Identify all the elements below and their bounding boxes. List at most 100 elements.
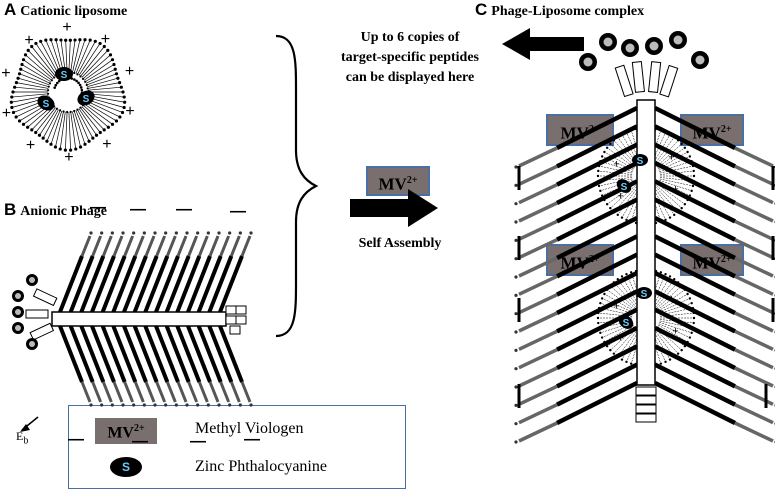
coat-tip bbox=[121, 231, 125, 235]
coat-protein-grey bbox=[187, 381, 199, 403]
lipid-tail bbox=[652, 276, 671, 307]
lipid-head bbox=[612, 281, 616, 284]
lipid-tail bbox=[83, 103, 113, 125]
negative-charge: — bbox=[68, 431, 84, 448]
lipid-head bbox=[686, 292, 689, 296]
lipid-head bbox=[106, 48, 110, 52]
lipid-head bbox=[114, 119, 119, 123]
lipid-tail bbox=[610, 327, 636, 351]
lipid-head-inner bbox=[48, 82, 52, 85]
coat-protein-grey bbox=[518, 366, 558, 388]
lipid-tail bbox=[607, 147, 635, 168]
coat-tip bbox=[89, 403, 93, 407]
lipid-head-inner bbox=[62, 110, 65, 113]
lipid-tail bbox=[85, 100, 121, 118]
lipid-tail bbox=[602, 181, 634, 196]
lipid-tail bbox=[604, 293, 635, 312]
lipid-tail bbox=[31, 106, 55, 131]
note-line-2: target-specific peptides bbox=[340, 50, 480, 65]
lipid-tail bbox=[659, 178, 694, 187]
lipid-tail bbox=[598, 177, 633, 182]
lipid-head bbox=[605, 288, 609, 291]
lipid-tail bbox=[82, 104, 109, 128]
lipid-head bbox=[49, 38, 53, 42]
coat-protein-dark bbox=[132, 325, 159, 383]
lipid-head bbox=[110, 58, 115, 62]
lipid-tail bbox=[630, 130, 642, 163]
lipid-tail bbox=[617, 279, 638, 307]
lipid-head-inner bbox=[55, 107, 59, 110]
lipid-head bbox=[691, 184, 695, 188]
coat-protein-grey bbox=[734, 293, 774, 315]
lipid-head bbox=[692, 321, 695, 325]
lipid-tail bbox=[650, 130, 662, 163]
negative-charge: — bbox=[230, 203, 246, 220]
lipid-tail bbox=[50, 39, 63, 74]
positive-charge: + bbox=[672, 183, 678, 195]
zinc-glyph: S bbox=[637, 156, 644, 167]
lipid-tail bbox=[600, 302, 633, 314]
lipid-tail bbox=[652, 134, 671, 165]
coat-tip bbox=[514, 183, 518, 187]
coat-protein-grey bbox=[165, 235, 177, 257]
lipid-tail bbox=[630, 189, 642, 222]
coat-protein-grey bbox=[518, 256, 558, 278]
lipid-tail bbox=[655, 282, 679, 308]
lipid-tail bbox=[11, 93, 49, 98]
coat-protein-dark bbox=[653, 142, 737, 187]
lipid-tail bbox=[655, 186, 679, 212]
lipid-tail bbox=[656, 285, 682, 309]
coat-protein-grey bbox=[518, 274, 558, 296]
lipid-tail bbox=[655, 140, 679, 166]
coat-tip bbox=[206, 403, 210, 407]
lipid-head-inner bbox=[73, 71, 76, 75]
lipid-head bbox=[596, 316, 600, 320]
coat-protein-dark bbox=[218, 255, 244, 313]
anionic-phage: ———————— bbox=[12, 199, 260, 450]
coat-protein-dark bbox=[653, 197, 737, 242]
phage-end-cap bbox=[635, 386, 657, 396]
lipid-head bbox=[10, 105, 14, 110]
phage-end-cap bbox=[635, 413, 657, 423]
coat-protein-grey bbox=[518, 238, 558, 260]
coat-protein-grey bbox=[734, 201, 774, 223]
coat-protein-grey bbox=[734, 256, 774, 278]
coat-protein-dark bbox=[555, 380, 639, 426]
lipid-head bbox=[19, 67, 23, 71]
lipid-head bbox=[10, 95, 14, 99]
lipid-tail bbox=[78, 43, 101, 76]
lipid-head bbox=[629, 362, 633, 365]
arrow-left-icon bbox=[502, 28, 584, 60]
lipid-head bbox=[688, 194, 692, 197]
coat-protein-dark bbox=[653, 124, 737, 169]
lipid-head-inner bbox=[81, 77, 85, 80]
lipid-tail bbox=[617, 137, 638, 165]
lipid-head bbox=[629, 271, 633, 274]
coat-protein-grey bbox=[734, 329, 774, 351]
coat-tip bbox=[514, 330, 518, 334]
lipid-head bbox=[112, 62, 116, 67]
lipid-tail bbox=[14, 86, 49, 91]
coat-tip bbox=[217, 403, 221, 407]
lipid-tail bbox=[70, 111, 77, 150]
lipid-tail bbox=[602, 323, 634, 338]
self-assembly-label: Self Assembly bbox=[358, 236, 442, 251]
lipid-tail bbox=[75, 110, 90, 142]
lipid-tail bbox=[659, 320, 694, 329]
lipid-head-inner bbox=[86, 87, 89, 90]
lipid-head bbox=[44, 38, 48, 42]
coat-protein-dark bbox=[100, 255, 127, 313]
lipid-tail bbox=[598, 319, 633, 324]
lipid-head bbox=[659, 271, 663, 274]
coat-protein-grey bbox=[734, 311, 774, 333]
lipid-head bbox=[21, 58, 26, 62]
coat-tip bbox=[206, 231, 210, 235]
lipid-head-inner bbox=[73, 109, 76, 113]
lipid-tail bbox=[598, 170, 633, 175]
note-line-1: Up to 6 copies of bbox=[360, 30, 460, 45]
coat-tip bbox=[132, 403, 136, 407]
legend-mv-swatch: MV2+ bbox=[95, 418, 157, 444]
coat-protein-grey bbox=[219, 381, 231, 403]
lipid-tail bbox=[658, 156, 690, 171]
lipid-tail bbox=[82, 54, 111, 80]
